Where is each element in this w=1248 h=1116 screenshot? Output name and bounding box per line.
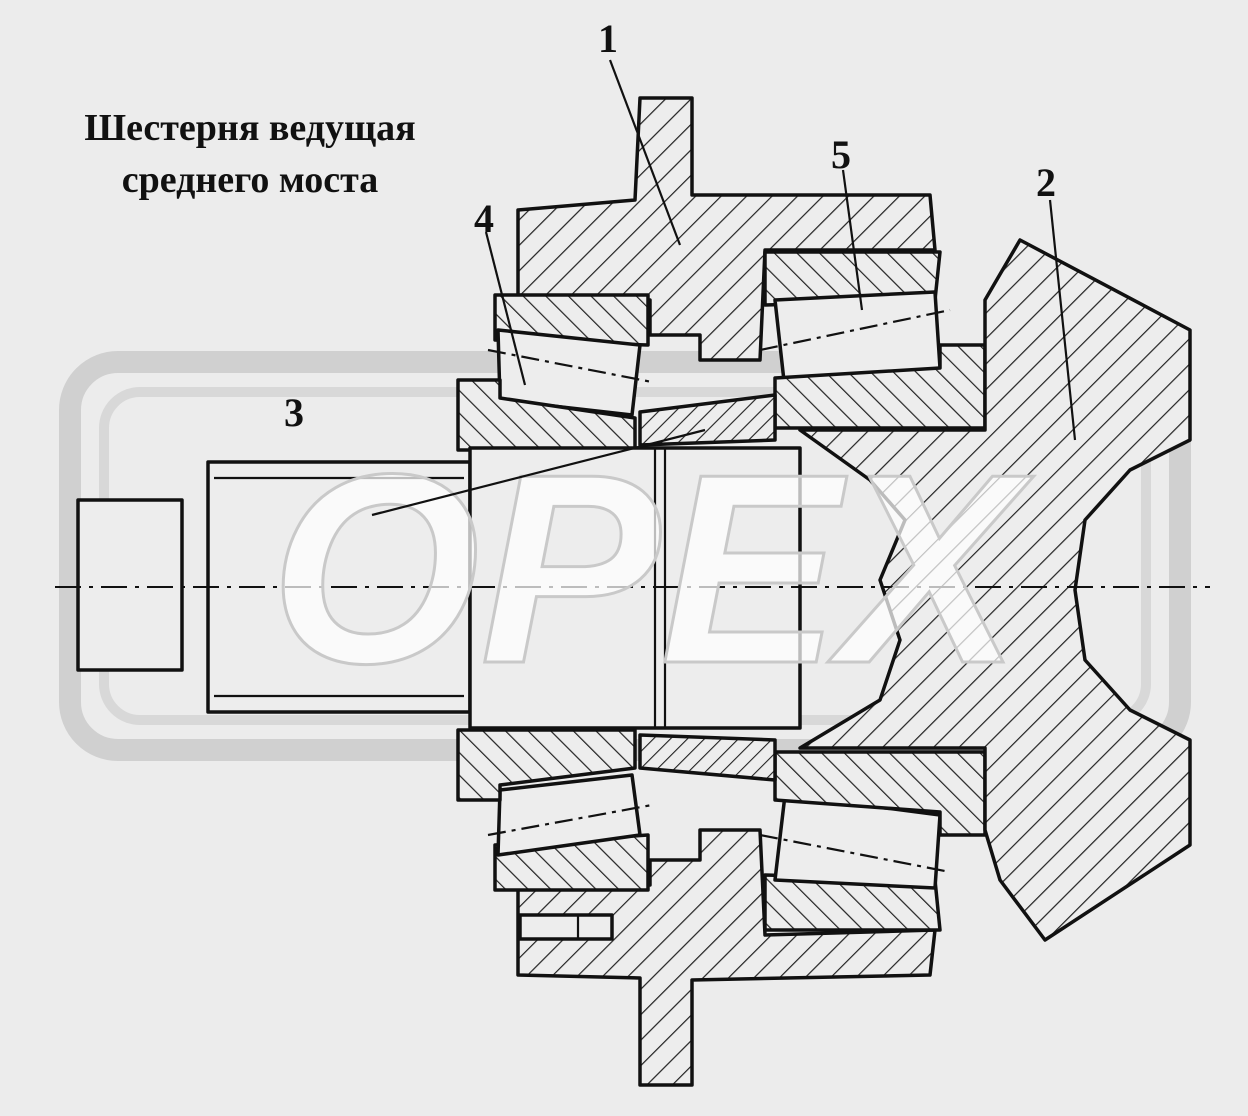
leader-lines	[371, 59, 1077, 517]
callout-2: 2	[1036, 160, 1056, 205]
pinion-gear	[798, 238, 1192, 942]
callout-4: 4	[474, 196, 494, 241]
callout-3: 3	[284, 390, 304, 435]
bearing-5	[759, 250, 987, 932]
bearing-4	[456, 293, 653, 892]
spacer-sleeve	[638, 393, 777, 782]
callout-1: 1	[598, 16, 618, 61]
title-line-1: Шестерня ведущая	[84, 107, 416, 149]
title-line-2: среднего моста	[121, 159, 379, 201]
diagram-title: Шестерня ведущая среднего моста	[40, 102, 460, 206]
callout-5: 5	[831, 132, 851, 177]
watermark-text: OPEX	[270, 419, 1034, 720]
